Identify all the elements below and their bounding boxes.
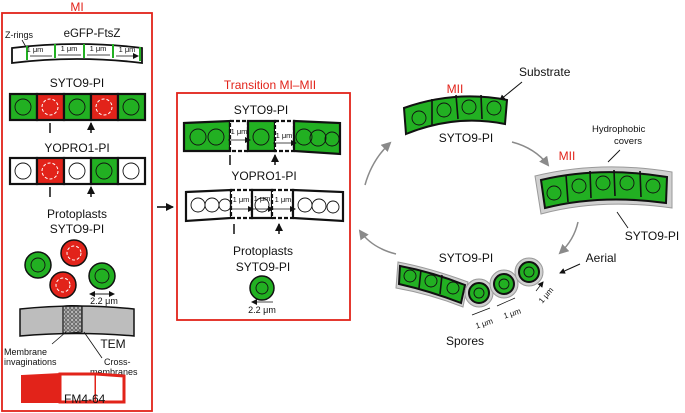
hydrophobic-line-1: Hydrophobic	[592, 124, 646, 135]
cross-membranes-label: Cross- membranes	[90, 357, 138, 377]
aerial-label: Aerial	[586, 251, 617, 265]
transition-bottom-seg-3: 1 μm	[275, 195, 292, 204]
transition-frame	[176, 92, 351, 321]
spores-syto: SYTO9-PI	[439, 251, 493, 265]
transition-protoplast-size: 2.2 μm	[248, 305, 276, 315]
substrate-hypha	[402, 94, 509, 136]
spore-len-3: 1 μm	[537, 285, 556, 305]
mi-syto9-hypha	[8, 92, 147, 133]
mi-yopro-label: YOPRO1-PI	[44, 141, 109, 155]
egfp-hypha: 1 μm 1 μm 1 μm 1 μm	[11, 43, 142, 65]
membrane-inv-line-1: Membrane	[4, 347, 47, 357]
transition-protoplasts-label: Protoplasts	[233, 244, 293, 258]
membrane-inv-line-2: invaginations	[4, 357, 57, 367]
hydrophobic-label: Hydrophobic covers	[592, 124, 648, 147]
cycle-arrow-to-substrate	[364, 141, 392, 186]
membrane-inv-label: Membrane invaginations	[4, 347, 57, 367]
transition-arrows-b	[233, 224, 279, 234]
hydrophobic-leader	[607, 149, 621, 163]
transition-protoplast-nucleoid	[255, 281, 269, 295]
transition-title: Transition MI–MII	[224, 78, 316, 92]
mii-substrate-title: MII	[447, 82, 464, 96]
transition-bottom-seg-1: 1 μm	[233, 195, 250, 204]
transition-top-seg-1: 1 μm	[231, 127, 248, 136]
spore-len-1: 1 μm	[474, 316, 494, 330]
transition-bottom-seg-2: 1 μm	[254, 194, 271, 203]
cycle-arrow-to-aerial	[511, 141, 550, 167]
zrings-label: Z-rings	[5, 30, 34, 40]
mi-protoplasts-label: Protoplasts	[47, 207, 107, 221]
transition-yopro-label: YOPRO1-PI	[231, 169, 296, 183]
substrate-label: Substrate	[519, 65, 571, 79]
mi-protoplasts-syto: SYTO9-PI	[50, 222, 104, 236]
substrate-syto: SYTO9-PI	[439, 131, 493, 145]
transition-yopro-hypha	[184, 188, 345, 223]
cross-membrane-leader	[83, 331, 103, 359]
hydrophobic-line-2: covers	[614, 136, 642, 147]
transition-protoplasts-syto: SYTO9-PI	[236, 260, 290, 274]
mi-title: MI	[70, 0, 83, 14]
mi-frame	[1, 12, 153, 412]
tem-label: TEM	[100, 337, 125, 351]
egfp-label: eGFP-FtsZ	[64, 28, 121, 40]
mi-protoplast-cells	[24, 239, 116, 299]
transition-top-seg-2: 1 μm	[276, 131, 293, 140]
mi-syto9-label: SYTO9-PI	[50, 76, 104, 90]
egfp-seg-4: 1 μm	[119, 45, 136, 54]
egfp-seg-1: 1 μm	[27, 45, 44, 54]
egfp-seg-2: 1 μm	[61, 44, 78, 53]
transition-panel: Transition MI–MII SYTO9-PI 1 μm 1 μm YOP…	[176, 78, 351, 321]
cycle-arrow-to-transition	[358, 229, 397, 255]
mi-protoplast-size: 2.2 μm	[90, 296, 118, 306]
spores-hypha	[395, 257, 543, 316]
cycle-arrow-to-spores	[558, 221, 579, 255]
aerial-hypha	[534, 166, 673, 215]
aerial-syto: SYTO9-PI	[625, 229, 679, 243]
cross-line-1: Cross-	[104, 357, 131, 367]
tem-hypha	[19, 305, 135, 337]
transition-protoplast	[249, 275, 275, 301]
mi-yopro-hypha	[8, 156, 147, 197]
spore-len-2: 1 μm	[502, 306, 522, 320]
spores-label: Spores	[446, 334, 484, 348]
transition-syto9-label: SYTO9-PI	[234, 103, 288, 117]
aerial-syto-leader	[616, 211, 629, 229]
cross-line-2: membranes	[90, 367, 138, 377]
fm-label: FM4-64	[64, 392, 106, 406]
aerial-leader	[559, 263, 581, 274]
mi-panel: MI Z-rings eGFP-FtsZ 1 μm 1 μm 1 μm 1 μm…	[1, 0, 153, 412]
egfp-seg-3: 1 μm	[90, 44, 107, 53]
membrane-leader	[51, 331, 67, 345]
transition-syto9-hypha	[182, 119, 342, 156]
transition-arrows-a	[229, 155, 275, 165]
mii-aerial-title: MII	[559, 149, 576, 163]
substrate-leader	[499, 81, 523, 101]
fm-hypha	[21, 372, 126, 404]
